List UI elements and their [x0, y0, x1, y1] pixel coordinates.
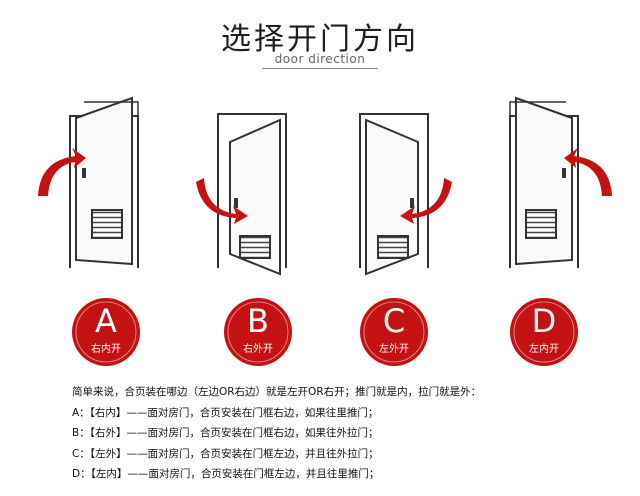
badge-b-circle — [224, 298, 292, 366]
door-illustrations — [38, 96, 612, 276]
badge-d: D 左内开 — [508, 296, 580, 368]
arrow-d-icon — [564, 148, 612, 196]
page-subtitle: door direction — [274, 52, 366, 66]
badge-c-letter: C — [382, 302, 406, 340]
explanation-notes: 简单来说，合页装在哪边（左边OR右边）就是左开OR右开；推门就是内，拉门就是外：… — [72, 382, 492, 485]
badge-a: A 右内开 — [70, 296, 142, 368]
badge-b-letter: B — [247, 302, 269, 340]
arrow-c-icon — [400, 178, 452, 224]
badge-b: B 右外开 — [222, 296, 294, 368]
badge-c-label: 左外开 — [379, 344, 409, 355]
note-line-b: B：【右外】——面对房门，合页安装在门框右边，如果往外拉门； — [72, 427, 379, 439]
door-c — [359, 113, 429, 276]
door-d — [509, 96, 579, 268]
badge-d-letter: D — [531, 302, 557, 340]
page-title: 选择开门方向 — [221, 22, 419, 57]
door-b — [217, 113, 287, 276]
badge-c: C 左外开 — [358, 296, 430, 368]
note-line-a: A：【右内】——面对房门，合页安装在门框右边，如果往里推门； — [72, 406, 379, 419]
note-line-d: D：【左内】——面对房门，合页安装在门框左边，并且往里推门； — [72, 468, 380, 480]
arrow-b-icon — [196, 178, 248, 224]
arrow-a-icon — [38, 148, 86, 196]
badge-a-circle — [72, 298, 140, 366]
badge-c-circle — [360, 298, 428, 366]
badge-a-letter: A — [95, 302, 117, 340]
badge-a-label: 右内开 — [91, 344, 121, 355]
note-line-c: C：【左外】——面对房门，合页安装在门框左边，并且往外拉门； — [72, 447, 379, 460]
badge-b-label: 右外开 — [243, 344, 273, 355]
badge-d-circle — [510, 298, 578, 366]
door-a — [69, 96, 139, 268]
notes-intro: 简单来说，合页装在哪边（左边OR右边）就是左开OR右开；推门就是内，拉门就是外： — [72, 386, 482, 398]
subtitle-underline — [262, 68, 378, 69]
badge-d-label: 左内开 — [529, 344, 559, 355]
